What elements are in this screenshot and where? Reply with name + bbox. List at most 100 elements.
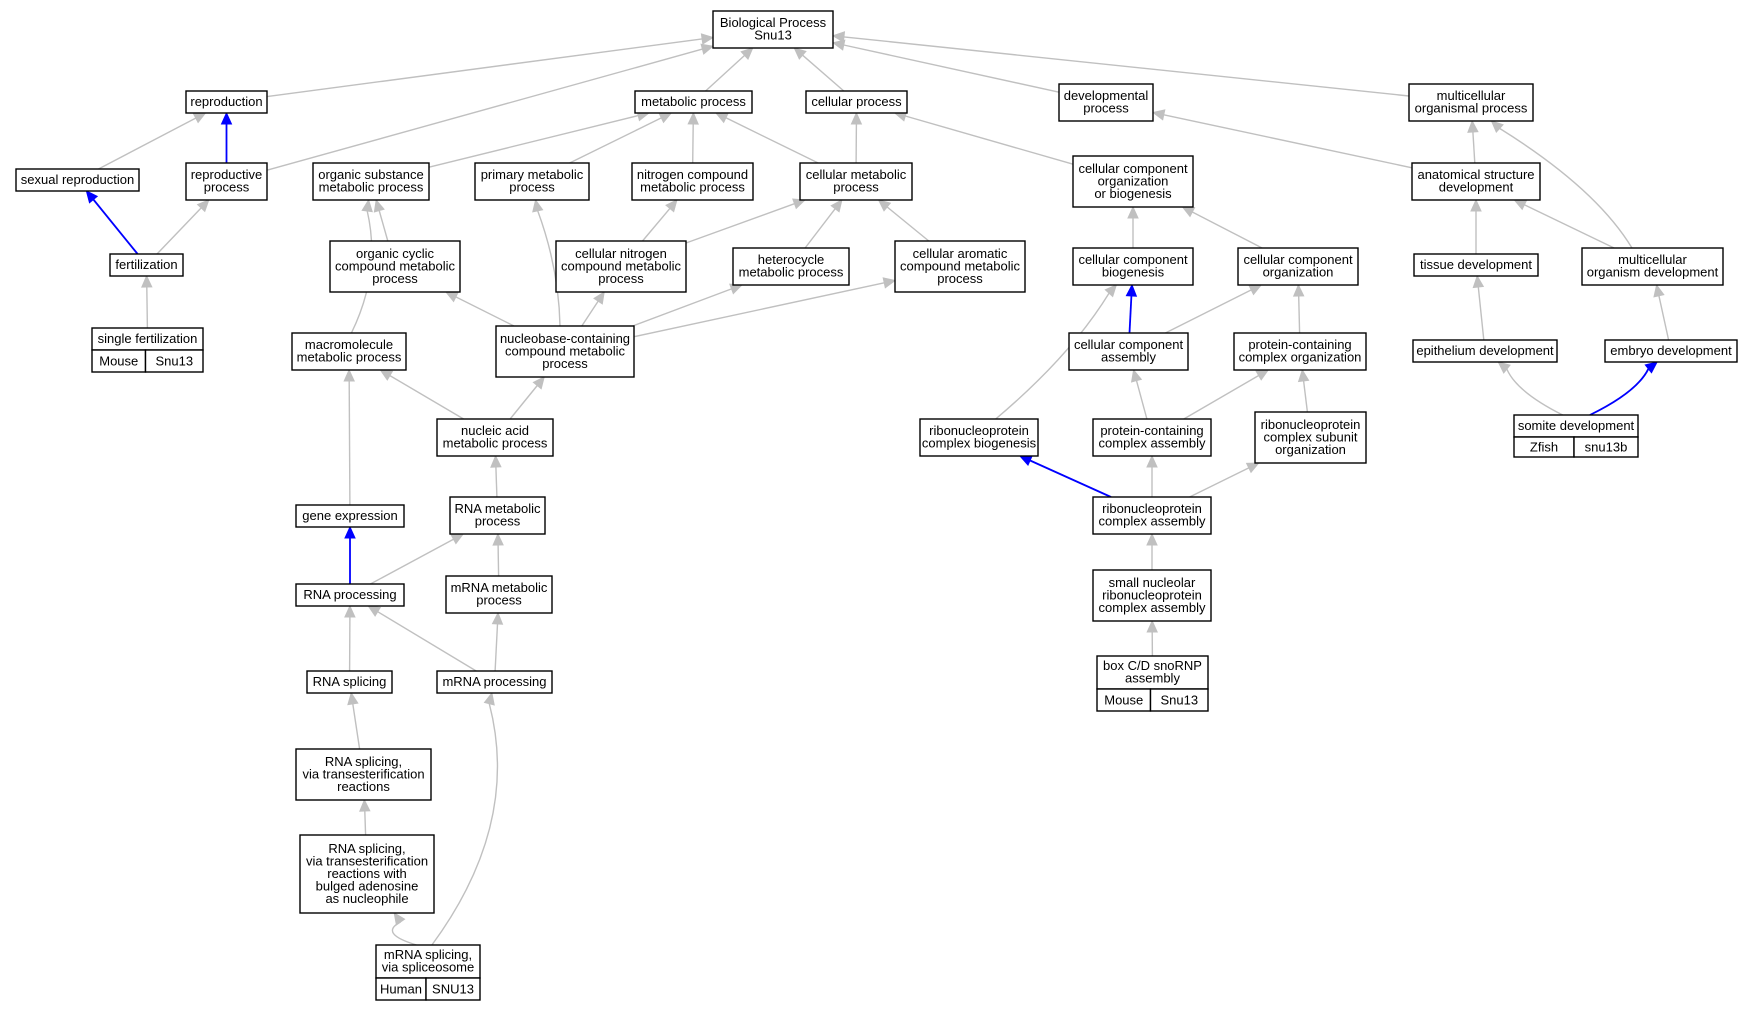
edge-line — [1499, 127, 1633, 249]
node-label-line: tissue development — [1420, 257, 1532, 272]
edge-reproductive-process-to-bp-root — [266, 43, 715, 171]
arrowhead — [532, 376, 545, 390]
edge-nucleobase-containing-compound-metabolic-process-to-heterocycle-metabolic-process — [632, 283, 743, 327]
node-box — [1092, 569, 1212, 622]
node-label-line: process — [937, 271, 983, 286]
edge-line — [509, 385, 538, 420]
node-label-line: reactions with — [327, 866, 406, 881]
arrowhead — [1127, 205, 1139, 219]
go-term-cellular-process[interactable]: cellular process — [805, 90, 908, 114]
node-label-line: compound metabolic — [900, 258, 1020, 273]
arrowhead — [1104, 284, 1118, 298]
arrowhead — [1292, 283, 1305, 297]
edge-rnp-complex-assembly-to-rnp-complex-subunit-organization — [1189, 462, 1260, 498]
go-term-tissue-development[interactable]: tissue development — [1413, 253, 1539, 277]
arrowhead — [1125, 283, 1138, 297]
edge-tissue-development-to-anatomical-structure-development — [1470, 198, 1482, 254]
node-label-line: biogenesis — [1102, 265, 1165, 280]
node-box — [185, 90, 268, 114]
species-name: Mouse — [1104, 693, 1143, 708]
node-box — [1068, 332, 1189, 371]
arrowhead — [658, 112, 673, 124]
edge-line — [843, 36, 1410, 97]
node-label-line: complex biogenesis — [922, 436, 1037, 451]
edge-cellular-aromatic-compound-metabolic-process-to-cellular-metabolic-process — [877, 199, 930, 242]
arrowhead — [491, 611, 504, 625]
node-box — [306, 670, 393, 694]
go-term-snorna-rnp-complex-assembly[interactable]: small nucleolarribonucleoproteincomplex … — [1092, 569, 1212, 622]
go-term-epithelium-development[interactable]: epithelium development — [1412, 339, 1558, 363]
node-label-line: complex assembly — [1099, 436, 1206, 451]
go-term-rna-splicing-transesterification[interactable]: RNA splicing,via transesterificationreac… — [295, 748, 432, 801]
edge-line — [995, 292, 1110, 420]
arrowhead — [367, 605, 382, 617]
node-label-line: metabolic process — [319, 180, 424, 195]
node-box — [1072, 247, 1194, 286]
go-term-embryo-development[interactable]: embryo development — [1604, 339, 1738, 363]
arrowhead — [490, 454, 502, 468]
node-label-line: protein-containing — [1100, 423, 1203, 438]
arrowhead — [1245, 462, 1260, 474]
edge-metabolic-process-to-bp-root — [705, 47, 754, 92]
go-term-fertilization[interactable]: fertilization — [109, 253, 184, 277]
node-label-line: macromolecule — [305, 337, 393, 352]
node-label-line: nucleic acid — [461, 423, 529, 438]
node-box — [894, 240, 1026, 293]
edge-line — [1163, 114, 1413, 169]
go-term-metabolic-process[interactable]: metabolic process — [634, 90, 753, 114]
node-label-line: via transesterification — [306, 853, 428, 868]
go-term-rna-splicing[interactable]: RNA splicing — [306, 670, 393, 694]
node-label-line: sexual reproduction — [21, 172, 134, 187]
go-term-rna-processing[interactable]: RNA processing — [295, 583, 405, 607]
arrowhead — [1248, 284, 1263, 296]
go-term-sexual-reproduction[interactable]: sexual reproduction — [15, 168, 140, 192]
go-term-rna-splicing-bulged-adenosine[interactable]: RNA splicing,via transesterificationreac… — [299, 834, 435, 914]
node-label-line: cellular component — [1078, 161, 1188, 176]
go-term-mrna-processing[interactable]: mRNA processing — [436, 670, 553, 694]
node-label-line: compound metabolic — [505, 343, 625, 358]
edge-line — [1658, 295, 1670, 341]
node-label-line: organization — [1098, 173, 1169, 188]
node-label-line: nitrogen compound — [637, 167, 748, 182]
arrowhead — [393, 912, 406, 926]
go-term-reproduction[interactable]: reproduction — [185, 90, 268, 114]
go-term-gene-expression[interactable]: gene expression — [295, 504, 405, 528]
node-label-line: metabolic process — [739, 265, 844, 280]
edge-line — [1523, 204, 1615, 249]
edge-cc-assembly-to-cc-biogenesis — [1125, 283, 1138, 334]
edge-rnp-complex-assembly-to-rnp-complex-biogenesis — [1018, 455, 1112, 498]
